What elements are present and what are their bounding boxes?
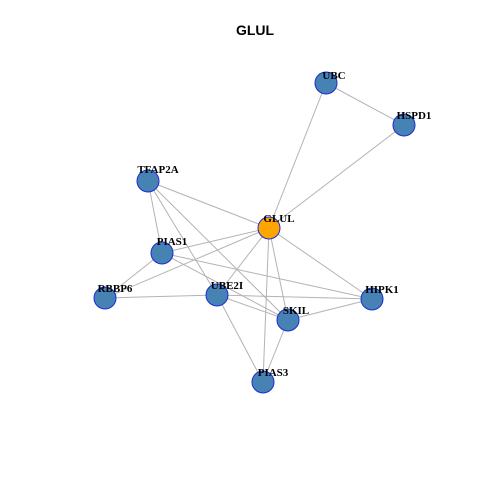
edge-ube2i-skil (216, 294, 289, 321)
node-circle[interactable] (360, 287, 384, 311)
node-tfap2a[interactable]: TFAP2A (136, 164, 179, 193)
node-pias3[interactable]: PIAS3 (251, 367, 289, 394)
edge-tfap2a-skil (147, 180, 289, 321)
edge-glul-rbbp6 (104, 227, 270, 299)
node-label: SKIL (283, 305, 309, 317)
node-glul[interactable]: GLUL (257, 213, 295, 240)
node-circle[interactable] (150, 241, 174, 265)
edge-glul-hipk1 (268, 227, 373, 300)
edge-hspd1-glul (268, 124, 405, 229)
edge-rbbp6-ube2i (104, 294, 218, 299)
edge-ubc-hspd1 (325, 82, 405, 126)
node-label: GLUL (263, 213, 294, 225)
node-label: HSPD1 (397, 110, 432, 122)
node-hipk1[interactable]: HIPK1 (360, 284, 399, 311)
edge-ube2i-hipk1 (216, 294, 373, 300)
node-circle[interactable] (257, 216, 281, 240)
edge-pias1-hipk1 (161, 252, 373, 300)
node-rbbp6[interactable]: RBBP6 (93, 283, 133, 310)
diagram-title: GLUL (236, 22, 275, 38)
node-label: PIAS1 (157, 236, 188, 248)
node-hspd1[interactable]: HSPD1 (392, 110, 432, 137)
node-circle[interactable] (251, 370, 275, 394)
edge-skil-hipk1 (287, 298, 373, 321)
node-label: TFAP2A (137, 164, 178, 176)
node-skil[interactable]: SKIL (276, 305, 309, 332)
edge-tfap2a-glul (147, 180, 270, 229)
edge-glul-pias3 (262, 227, 270, 383)
node-label: PIAS3 (258, 367, 289, 379)
node-circle[interactable] (205, 283, 229, 307)
node-ubc[interactable]: UBC (314, 70, 346, 95)
edge-ubc-glul (268, 82, 327, 229)
node-pias1[interactable]: PIAS1 (150, 236, 188, 265)
edge-pias1-skil (161, 252, 289, 321)
edge-glul-skil (268, 227, 289, 321)
edge-tfap2a-pias1 (147, 180, 163, 254)
node-label: UBC (322, 70, 345, 82)
edge-pias1-rbbp6 (104, 252, 163, 299)
edge-glul-ube2i (216, 227, 270, 296)
node-circle[interactable] (392, 113, 416, 137)
node-label: RBBP6 (98, 283, 133, 295)
edge-glul-pias1 (161, 227, 270, 254)
node-circle[interactable] (136, 169, 160, 193)
node-circle[interactable] (276, 308, 300, 332)
node-label: UBE2I (211, 280, 243, 292)
node-label: HIPK1 (365, 284, 399, 296)
edges-layer (104, 82, 405, 383)
node-ube2i[interactable]: UBE2I (205, 280, 243, 307)
node-circle[interactable] (93, 286, 117, 310)
node-circle[interactable] (314, 71, 338, 95)
edge-ube2i-pias3 (216, 294, 264, 383)
